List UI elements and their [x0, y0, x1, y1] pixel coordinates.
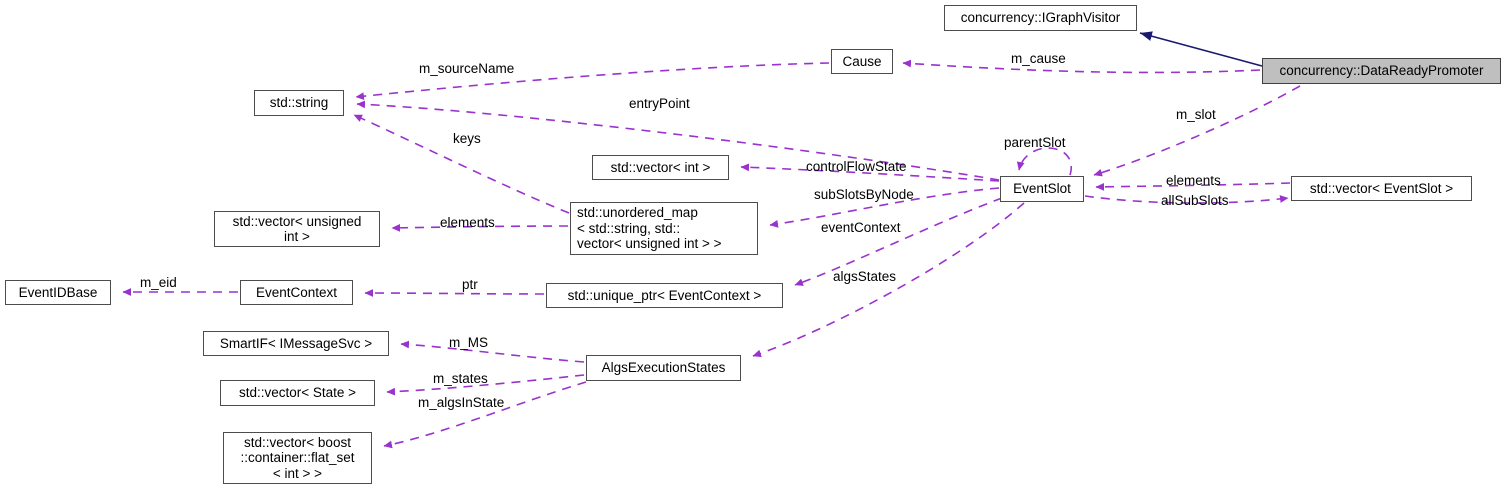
- edge-label-m-cause: m_cause: [1011, 51, 1066, 66]
- edge-label-elements-unsigned-int: elements: [440, 215, 495, 230]
- node-smartif-imessagesvc[interactable]: SmartIF< IMessageSvc >: [203, 331, 389, 356]
- edge-label-text: subSlotsByNode: [814, 187, 914, 202]
- edge-label-text: eventContext: [821, 220, 901, 235]
- edge-label-text: parentSlot: [1004, 135, 1066, 150]
- node-eventslot[interactable]: EventSlot: [1000, 176, 1084, 202]
- edge-label-m-source-name: m_sourceName: [419, 61, 514, 76]
- node-label: std::unordered_map < std::string, std:: …: [577, 205, 722, 252]
- node-label: std::vector< unsigned int >: [232, 213, 362, 245]
- edge-inheritance-igraphvisitor: [1139, 31, 1263, 67]
- node-eventcontext[interactable]: EventContext: [240, 280, 353, 305]
- node-label: Cause: [842, 53, 882, 69]
- edge-label-text: elements: [1166, 173, 1221, 188]
- node-label: EventIDBase: [18, 284, 98, 300]
- edge-event-context: [794, 197, 1003, 286]
- node-unordered-map[interactable]: std::unordered_map < std::string, std:: …: [570, 202, 758, 255]
- node-label: AlgsExecutionStates: [601, 360, 726, 376]
- edge-label-entry-point: entryPoint: [629, 96, 690, 111]
- edge-label-text: elements: [440, 215, 495, 230]
- node-label: SmartIF< IMessageSvc >: [219, 335, 373, 351]
- edge-keys: [353, 114, 570, 214]
- edge-label-ptr: ptr: [462, 277, 478, 292]
- edge-elements-unsigned-int: [391, 223, 569, 232]
- edge-m-states: [386, 374, 585, 396]
- node-algsexecutionstates[interactable]: AlgsExecutionStates: [586, 355, 741, 381]
- node-eventidbase[interactable]: EventIDBase: [5, 280, 111, 305]
- node-igraphvisitor[interactable]: concurrency::IGraphVisitor: [944, 5, 1137, 31]
- node-vector-eventslot[interactable]: std::vector< EventSlot >: [1291, 176, 1472, 201]
- node-label: std::vector< EventSlot >: [1309, 180, 1454, 196]
- edge-sub-slots-by-node: [769, 187, 1000, 228]
- edge-label-text: m_eid: [140, 275, 177, 290]
- edge-m-cause: [902, 59, 1261, 74]
- edge-label-text: m_slot: [1176, 107, 1216, 122]
- edge-ptr: [364, 289, 545, 297]
- edge-label-m-eid: m_eid: [140, 275, 177, 290]
- edge-label-text: algsStates: [833, 269, 897, 284]
- node-label: EventContext: [255, 284, 338, 300]
- edge-m-slot: [1093, 85, 1301, 177]
- node-std-string[interactable]: std::string: [254, 90, 344, 116]
- node-vector-int[interactable]: std::vector< int >: [592, 155, 729, 180]
- edge-label-text: m_sourceName: [419, 61, 515, 76]
- node-vector-state[interactable]: std::vector< State >: [220, 380, 375, 406]
- edge-label-text: m_cause: [1011, 51, 1066, 66]
- edge-elements-eventslot: [1095, 182, 1291, 191]
- edge-label-text: m_states: [433, 371, 488, 386]
- edge-label-text: ptr: [462, 277, 478, 292]
- node-label: EventSlot: [1013, 181, 1071, 197]
- edge-label-text: m_MS: [449, 335, 489, 350]
- edge-control-flow-state: [740, 163, 1000, 182]
- edge-label-m-algs-in-state: m_algsInState: [418, 395, 504, 410]
- edge-label-text: m_algsInState: [418, 395, 505, 410]
- node-cause[interactable]: Cause: [831, 49, 893, 74]
- edge-label-keys: keys: [453, 131, 481, 146]
- node-label: std::string: [269, 95, 329, 111]
- edge-m-algs-in-state: [383, 381, 587, 449]
- edge-label-event-context: eventContext: [821, 220, 901, 235]
- edge-label-text: keys: [453, 131, 481, 146]
- edge-label-m-slot: m_slot: [1176, 107, 1216, 122]
- edge-label-parent-slot: parentSlot: [1004, 135, 1066, 150]
- edge-label-all-sub-slots: allSubSlots: [1161, 193, 1229, 208]
- edge-m-ms: [400, 340, 585, 363]
- edge-algs-states: [752, 202, 1025, 358]
- edge-entry-point: [356, 100, 1000, 181]
- node-label: concurrency::DataReadyPromoter: [1279, 63, 1484, 79]
- node-label: std::unique_ptr< EventContext >: [567, 287, 762, 303]
- edge-label-m-ms: m_MS: [449, 335, 488, 350]
- node-datareadypromoter[interactable]: concurrency::DataReadyPromoter: [1262, 58, 1501, 84]
- node-label: std::vector< int >: [610, 159, 711, 175]
- node-label: concurrency::IGraphVisitor: [960, 10, 1121, 26]
- node-label: std::vector< State >: [238, 385, 357, 401]
- edge-label-algs-states: algsStates: [833, 269, 896, 284]
- edge-parent-slot: [1016, 147, 1073, 176]
- node-unique-ptr-eventcontext[interactable]: std::unique_ptr< EventContext >: [546, 283, 783, 308]
- edge-all-sub-slots: [1084, 195, 1289, 204]
- edge-label-text: allSubSlots: [1161, 193, 1229, 208]
- edge-label-elements-eventslot: elements: [1166, 173, 1221, 188]
- node-vector-boost-flat-set[interactable]: std::vector< boost ::container::flat_set…: [223, 432, 372, 484]
- edge-label-text: entryPoint: [629, 96, 690, 111]
- edge-label-sub-slots-by-node: subSlotsByNode: [814, 187, 914, 202]
- node-vector-unsigned-int[interactable]: std::vector< unsigned int >: [214, 211, 380, 247]
- node-label: std::vector< boost ::container::flat_set…: [240, 434, 355, 481]
- edge-label-m-states: m_states: [433, 371, 488, 386]
- edge-label-text: controlFlowState: [806, 159, 907, 174]
- edge-label-control-flow-state: controlFlowState: [806, 159, 907, 174]
